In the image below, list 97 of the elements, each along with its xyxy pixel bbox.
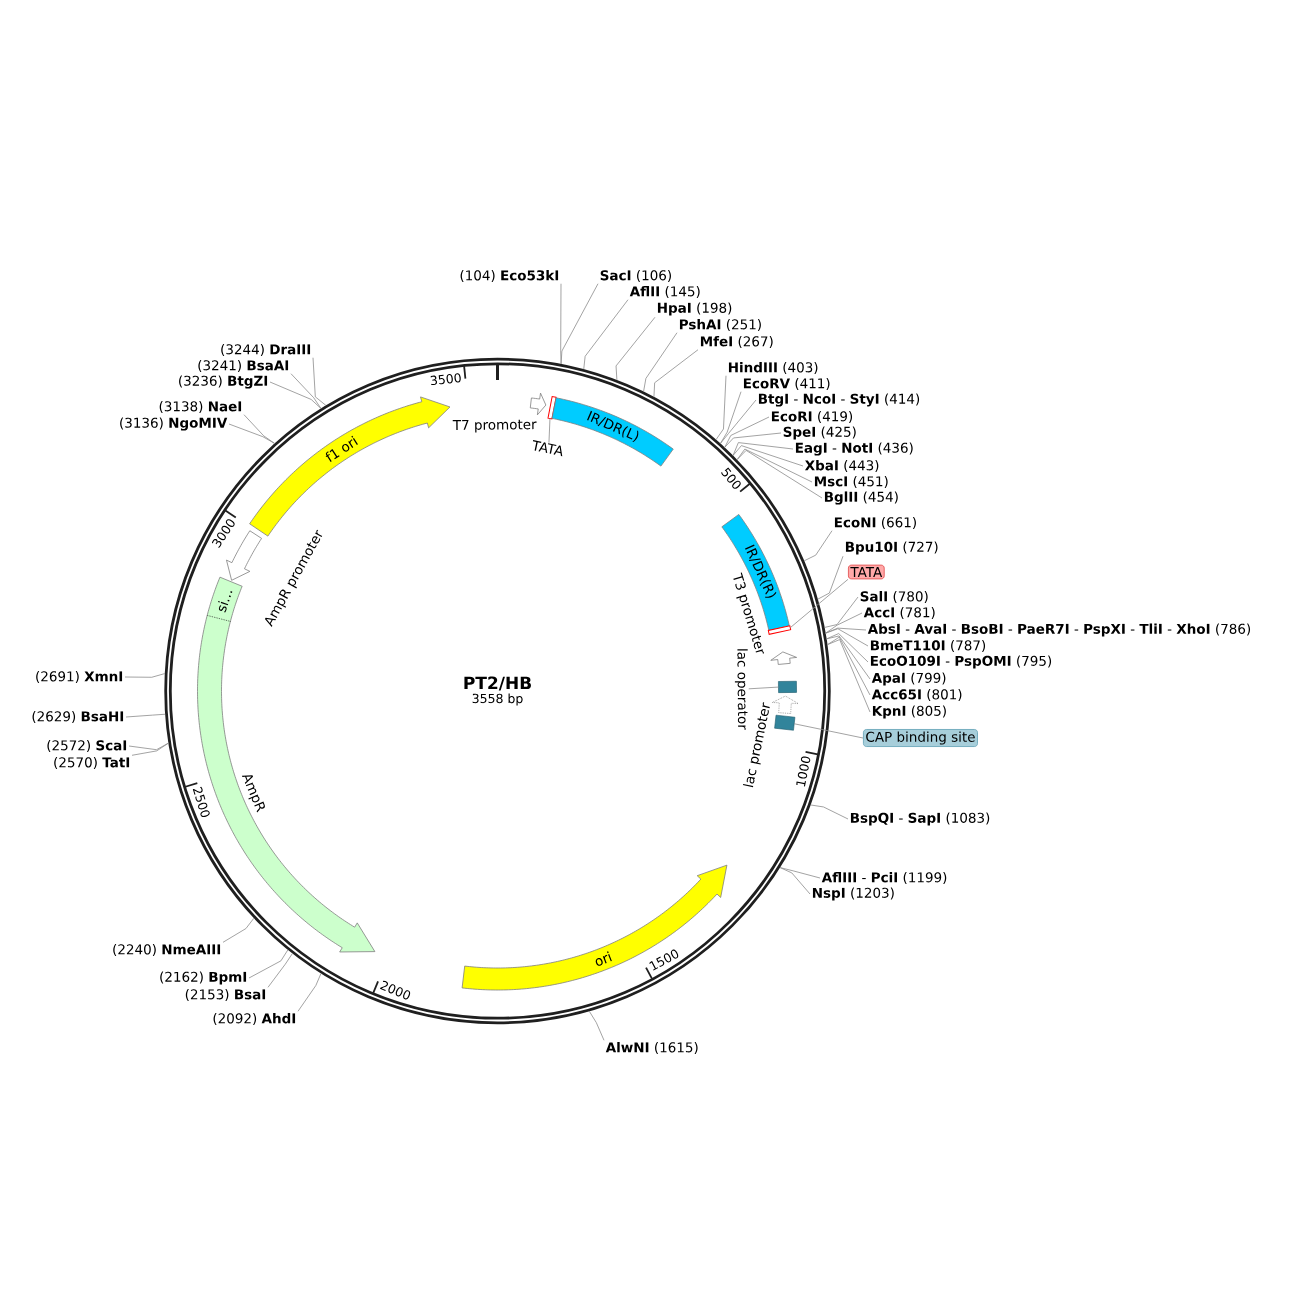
site-label: SpeI (425) bbox=[783, 426, 856, 440]
leader-line bbox=[732, 442, 794, 456]
site-label: (2162) BpmI bbox=[160, 971, 247, 985]
leader-line bbox=[228, 423, 275, 444]
site-label: MfeI (267) bbox=[700, 336, 773, 349]
leader-line bbox=[779, 867, 811, 895]
site-label: SalI (780) bbox=[860, 591, 928, 604]
leader-line bbox=[222, 917, 255, 943]
leader-line bbox=[128, 742, 169, 751]
leader-line bbox=[560, 283, 599, 365]
site-label: (2570) TatI bbox=[54, 757, 130, 770]
leader-line bbox=[124, 673, 166, 678]
tick-label: 2000 bbox=[380, 980, 411, 1000]
leader-line bbox=[810, 804, 849, 820]
site-label: (3244) DraIII bbox=[221, 344, 311, 356]
site-label: EcoRV (411) bbox=[743, 378, 830, 390]
site-label: AccI (781) bbox=[863, 607, 935, 620]
site-label: Bpu10I (727) bbox=[845, 541, 938, 555]
leader-line bbox=[803, 530, 833, 562]
leader-line bbox=[825, 628, 869, 647]
leader-line bbox=[736, 450, 823, 499]
site-label: EcoO109I - PspOMI (795) bbox=[870, 655, 1052, 669]
small-box bbox=[778, 680, 797, 693]
leader-line bbox=[312, 357, 327, 406]
leader-line bbox=[653, 349, 699, 398]
marker-bar bbox=[767, 625, 792, 635]
leader-line bbox=[267, 953, 293, 988]
leader-line bbox=[297, 973, 322, 1012]
site-label: AflII (145) bbox=[629, 286, 700, 299]
site-label: ApaI (799) bbox=[871, 672, 946, 686]
site-label: (3241) BsaAI bbox=[198, 360, 289, 372]
feature-label: T7 promoter bbox=[452, 419, 537, 433]
site-label: (2092) AhdI bbox=[213, 1013, 296, 1026]
leader-line bbox=[826, 633, 869, 663]
site-label: (104) Eco53kI bbox=[460, 270, 559, 283]
tick-label: 1000 bbox=[796, 756, 811, 787]
leader-line bbox=[793, 723, 864, 739]
leader-line bbox=[748, 686, 779, 690]
tick-label: 2500 bbox=[192, 786, 210, 818]
leader-line bbox=[548, 418, 551, 444]
site-label: XbaI (443) bbox=[804, 460, 879, 473]
leader-line bbox=[817, 555, 844, 600]
leader-line bbox=[789, 578, 849, 629]
tick-label: 3500 bbox=[430, 373, 461, 386]
site-label: KpnI (805) bbox=[872, 705, 946, 719]
leader-line bbox=[827, 636, 871, 696]
leader-line bbox=[732, 445, 804, 467]
site-label: BmeT110I (787) bbox=[870, 640, 986, 653]
site-label: MscI (451) bbox=[814, 476, 888, 488]
leader-line bbox=[269, 381, 322, 409]
site-label: (2153) BsaI bbox=[185, 989, 266, 1002]
leader-line bbox=[720, 399, 757, 444]
site-label: SacI (106) bbox=[600, 270, 671, 282]
site-label: BtgI - NcoI - StyI (414) bbox=[758, 393, 920, 407]
site-label: (2572) ScaI bbox=[47, 740, 127, 753]
site-label: (2240) NmeAIII bbox=[113, 944, 221, 957]
leader-line bbox=[643, 332, 678, 392]
leader-line bbox=[248, 949, 289, 979]
leader-line bbox=[125, 713, 166, 718]
leader-line bbox=[736, 448, 813, 483]
leader-line bbox=[588, 1010, 605, 1041]
leader-line bbox=[560, 283, 562, 365]
leader-line bbox=[720, 391, 742, 444]
site-label: (3136) NgoMIV bbox=[120, 417, 228, 431]
site-label: Acc65I (801) bbox=[871, 689, 962, 702]
leader-line bbox=[243, 414, 275, 444]
site-label: PshAI (251) bbox=[679, 319, 761, 332]
site-label: AlwNI (1615) bbox=[605, 1042, 698, 1055]
leader-line bbox=[724, 416, 770, 448]
leader-line bbox=[615, 316, 656, 381]
small-box bbox=[774, 714, 796, 731]
label-box: CAP binding site bbox=[863, 729, 978, 747]
leader-line bbox=[724, 432, 782, 448]
label-box: TATA bbox=[848, 564, 885, 580]
site-label: BspQI - SapI (1083) bbox=[850, 812, 990, 826]
site-label: AbsI - AvaI - BsoBI - PaeR7I - PspXI - TliI - XhoI (786) bbox=[867, 623, 1251, 637]
leader-line bbox=[290, 373, 322, 409]
site-label: (2691) XmnI bbox=[36, 671, 123, 684]
site-label: NspI (1203) bbox=[812, 887, 894, 901]
segment-label: si… bbox=[206, 591, 233, 622]
leader-line bbox=[826, 635, 871, 680]
site-label: EagI - NotI (436) bbox=[795, 442, 913, 456]
site-label: BglII (454) bbox=[824, 491, 898, 505]
leader-line bbox=[824, 596, 859, 628]
site-label: HpaI (198) bbox=[657, 302, 732, 316]
site-label: (2629) BsaHI bbox=[32, 711, 124, 724]
site-label: AflIII - PciI (1199) bbox=[821, 872, 947, 885]
leader-line bbox=[825, 612, 863, 634]
leader-line bbox=[715, 375, 727, 440]
leader-line bbox=[827, 639, 871, 713]
leader-line bbox=[583, 299, 629, 370]
site-label: EcoRI (419) bbox=[771, 411, 853, 423]
site-label: HindIII (403) bbox=[728, 362, 818, 375]
site-label: (3138) NaeI bbox=[159, 401, 242, 413]
site-label: (3236) BtgZI bbox=[179, 375, 268, 389]
site-label: EcoNI (661) bbox=[834, 517, 916, 529]
leader-line bbox=[131, 742, 169, 756]
